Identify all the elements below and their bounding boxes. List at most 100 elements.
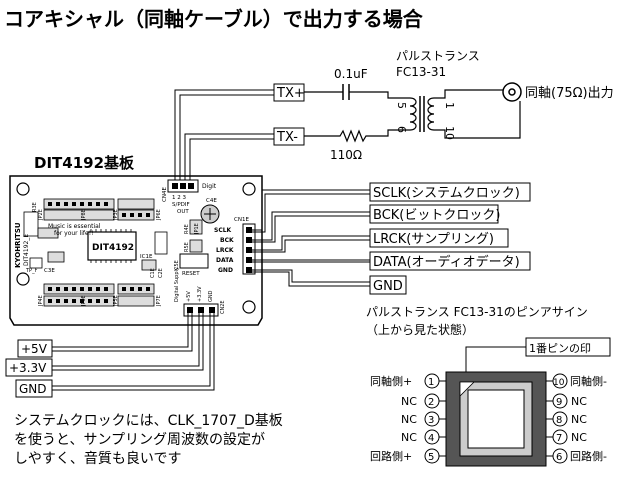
capacitor-value: 0.1uF <box>334 67 368 81</box>
tx-minus-label: TX- <box>276 130 298 145</box>
pin-assignment-subtitle: （上から見た状態） <box>366 322 474 337</box>
silk-cn1e: CN1E <box>234 217 249 223</box>
lrck-label: LRCK(サンプリング) <box>373 232 494 247</box>
left-pin-label-2: NC <box>401 395 417 408</box>
pin-label-bck: BCK <box>220 237 234 244</box>
silk-kyohritsu: KYOHRITSU <box>14 222 22 268</box>
silk-jp9e: JP9E <box>81 295 87 307</box>
silk-jp8e: JP8E <box>81 209 87 221</box>
right-pin-num-9: 9 <box>556 397 562 408</box>
tx-plus-label: TX+ <box>276 86 305 101</box>
sclk-label: SCLK(システムクロック) <box>373 186 520 201</box>
silk-r3e: R3E <box>32 202 38 212</box>
silk-c1e: C1E <box>150 268 156 278</box>
plus5v-label: +5V <box>21 342 48 356</box>
silk-out: OUT <box>177 209 189 215</box>
pin-label-sclk: SCLK <box>214 227 232 234</box>
right-pins: 10 同軸側- 9 NC 8 NC 7 NC 6 回路側- <box>546 373 607 464</box>
silk-jp6e: JP6E <box>156 209 162 221</box>
right-pin-num-8: 8 <box>556 415 562 426</box>
left-pin-label-5: 回路側+ <box>370 450 412 463</box>
silk-jp1e: JP1E <box>194 223 200 235</box>
plus33v-label-box <box>5 358 53 377</box>
pcb-board: DIT4192 Music is essential for your life… <box>9 175 263 326</box>
pin1-callout: 1番ピンの印 <box>529 342 591 355</box>
silk-r4e: R4E <box>184 224 190 234</box>
silk-tpf: TP_F <box>25 268 38 274</box>
note-line-1: システムクロックには、CLK_1707_D基板 <box>14 412 283 429</box>
left-pin-num-2: 2 <box>428 397 434 408</box>
silk-motto-2: for your life!! <box>54 230 94 237</box>
right-pin-label-7: NC <box>571 431 587 444</box>
gnd-label: GND <box>373 279 403 294</box>
plus33v-label: +3.3V <box>9 361 47 375</box>
right-pin-label-9: NC <box>571 395 587 408</box>
silk-c3e: C3E <box>44 268 55 274</box>
silk-ic1e: IC1E <box>140 254 153 260</box>
board-label: DIT4192基板 <box>34 154 135 172</box>
pin-label-gnd: GND <box>218 267 233 274</box>
left-pin-label-1: 同軸側+ <box>370 374 412 388</box>
silk-jp4e: JP4E <box>38 295 44 307</box>
pin-label-data: DATA <box>216 257 234 264</box>
transformer-pin1: 1 <box>443 102 456 109</box>
silk-cn4e: CN4E <box>162 187 168 202</box>
right-pin-label-8: NC <box>571 413 587 426</box>
gnd2-label-box <box>15 379 53 398</box>
signal-wires <box>252 189 370 287</box>
pulse-transformer <box>409 89 521 139</box>
coax-output-label: 同軸(75Ω)出力 <box>525 86 614 101</box>
silk-digit: Digit <box>202 183 217 190</box>
silk-jp3e: JP3E <box>113 209 119 221</box>
transformer-pin10: 10 <box>443 126 456 140</box>
data-label-box <box>369 251 531 271</box>
plus5v-label-box <box>17 339 53 358</box>
silk-reset: RESET <box>182 271 200 277</box>
right-pin-num-7: 7 <box>556 433 562 444</box>
silk-cn2e: CN2E <box>220 300 226 314</box>
power-wires <box>52 310 215 391</box>
bck-label: BCK(ビットクロック) <box>373 208 500 223</box>
silk-jp7e: JP7E <box>156 295 162 307</box>
silk-plus33v: +3.3V <box>197 286 203 302</box>
right-pin-label-10: 同軸側- <box>570 374 607 388</box>
transformer-name: パルストランス <box>396 49 480 63</box>
gnd-label-box <box>369 275 407 295</box>
dit4192-chip <box>87 231 137 261</box>
silk-jp2e: JP2E <box>38 209 44 221</box>
left-pin-num-4: 4 <box>428 433 434 444</box>
left-pin-label-3: NC <box>401 413 417 426</box>
left-pin-num-3: 3 <box>428 415 434 426</box>
right-pin-num-6: 6 <box>556 452 562 463</box>
silk-spdif: S/PDIF <box>172 202 190 208</box>
right-pin-num-10: 10 <box>553 378 565 388</box>
silk-c5e: C5E <box>174 260 180 270</box>
bck-label-box <box>369 204 499 224</box>
silk-model: DIT4192_E <box>23 234 30 266</box>
chip-label: DIT4192 <box>92 243 134 253</box>
transformer-top-view <box>445 371 547 467</box>
pin-assignment-title: パルストランス FC13-31のピンアサイン <box>366 305 588 319</box>
page-title: コアキシャル（同軸ケーブル）で出力する場合 <box>4 7 424 31</box>
silk-c4e: C4E <box>206 198 217 204</box>
left-pin-num-1: 1 <box>428 377 434 388</box>
pin-label-lrck: LRCK <box>216 247 234 254</box>
note-line-2: を使うと、サンプリング周波数の設定が <box>14 431 265 448</box>
silk-plus5v: +5V <box>186 291 192 302</box>
left-pin-label-4: NC <box>401 431 417 444</box>
note-line-3: しやすく、音質も良いです <box>14 450 181 467</box>
silk-spdif-pins: 1 2 3 <box>172 195 186 201</box>
sclk-label-box <box>369 182 531 202</box>
resistor-value: 110Ω <box>330 148 362 162</box>
silk-r5e: R5E <box>184 242 190 252</box>
transformer-pin6: 6 <box>395 126 408 133</box>
right-pin-label-6: 回路側- <box>570 450 607 463</box>
silk-c2e: C2E <box>158 268 164 278</box>
silk-jp5e: JP5E <box>113 295 119 307</box>
tx-wires <box>174 89 274 180</box>
lrck-label-box <box>369 228 509 248</box>
silk-digital-supply: Digital Supply <box>174 267 180 302</box>
transformer-model: FC13-31 <box>396 65 446 79</box>
silk-motto-1: Music is essential <box>48 223 101 230</box>
